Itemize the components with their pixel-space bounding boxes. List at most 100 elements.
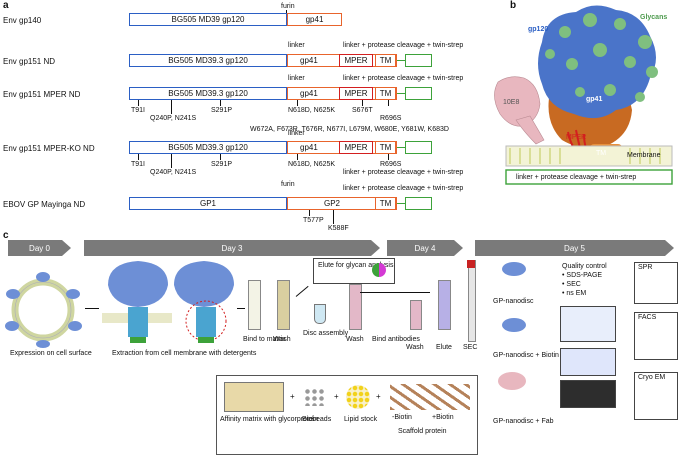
mutation-tick xyxy=(220,100,221,106)
tag-label: linker + protease cleavage + twin-strep xyxy=(343,169,464,176)
plus-sign: + xyxy=(290,392,295,401)
mutation-tick xyxy=(297,154,298,160)
no-biotin-label: -Biotin xyxy=(392,414,412,421)
affinity-matrix-icon xyxy=(224,382,284,412)
qc-title: Quality control xyxy=(562,263,607,270)
tag-linker-line xyxy=(397,147,405,149)
day-5-arrow: Day 5 xyxy=(475,240,674,256)
panel-b-label: b xyxy=(510,0,517,11)
mper-segment: MPER xyxy=(339,54,373,67)
mper-structure-label: MPER xyxy=(566,134,587,141)
disc-label: Disc assembly xyxy=(303,330,349,337)
materials-box xyxy=(216,375,478,455)
qc-item: • SEC xyxy=(562,281,581,288)
membrane-label: Membrane xyxy=(627,152,661,159)
glycans-label: Glycans xyxy=(640,14,668,21)
plus-sign: + xyxy=(376,392,381,401)
env-nanodisc-structure xyxy=(494,5,673,185)
linker-label: linker xyxy=(288,42,305,49)
mutation-label: S676T xyxy=(352,107,373,114)
mutation-label: N618D, N625K xyxy=(288,161,336,168)
spr-panel xyxy=(634,262,678,304)
strep-tag-segment xyxy=(405,141,432,154)
cell-illustration xyxy=(5,272,82,348)
scaffold-label: Scaffold protein xyxy=(398,428,447,435)
mutation-label: Q240P, N241S xyxy=(150,115,197,122)
gp2-segment: GP2 xyxy=(287,197,397,210)
mutation-tick xyxy=(220,154,221,160)
flow-arrow xyxy=(360,292,430,293)
mutation-label: S291P xyxy=(211,107,233,114)
tag-label: linker + protease cleavage + twin-strep xyxy=(343,42,464,49)
tube-icon xyxy=(314,304,326,324)
strep-tag-segment xyxy=(405,54,432,67)
panel-a-label: a xyxy=(3,0,9,11)
mutation-label: Q240P, N241S xyxy=(150,169,197,176)
glycan-pie-icon xyxy=(372,263,386,277)
nanodisc-icon xyxy=(502,318,526,332)
cryoem-panel xyxy=(634,372,678,420)
construct-label: Env gp140 xyxy=(3,16,42,25)
lipid-label: Lipid stock xyxy=(344,416,378,423)
wash-label: Wash xyxy=(406,344,424,351)
fab-nanodisc-icon xyxy=(498,372,526,390)
tag-label: linker + protease cleavage + twin-strep xyxy=(343,185,464,192)
gp120-segment: BG505 MD39 gp120 xyxy=(129,13,287,26)
scaffold-protein-icon xyxy=(390,384,470,410)
wash-column xyxy=(349,284,362,330)
mper-segment: MPER xyxy=(339,141,373,154)
gp1-segment: GP1 xyxy=(129,197,287,210)
construct-label: EBOV GP Mayinga ND xyxy=(3,200,86,209)
mutation-label: S291P xyxy=(211,161,233,168)
lipid-stock-icon xyxy=(346,385,370,409)
mutation-tick xyxy=(362,100,363,106)
mutation-tick xyxy=(388,100,389,106)
mutation-label: W672A, F673R, T676R, N677I, L679M, W680E… xyxy=(250,126,449,133)
mutation-label: T91I xyxy=(131,161,146,168)
flow-arrow xyxy=(295,285,309,297)
linker-label: linker xyxy=(288,130,305,137)
bind-column xyxy=(248,280,261,330)
elute-column xyxy=(438,280,451,330)
extraction-illustration xyxy=(102,261,234,343)
nanodisc-icon xyxy=(502,262,526,276)
linker-label: linker xyxy=(288,75,305,82)
biobeads-icon xyxy=(304,388,326,406)
gp120-segment: BG505 MD39.3 gp120 xyxy=(129,141,287,154)
glycan-label: Elute for glycan analysis xyxy=(318,262,394,269)
sec-cap xyxy=(467,260,475,268)
gp120-segment: BG505 MD39.3 gp120 xyxy=(129,87,287,100)
tm-segment: TM xyxy=(375,87,396,100)
mutation-tick xyxy=(171,154,172,168)
mper-segment: MPER xyxy=(339,87,373,100)
mutation-label: T577P xyxy=(303,217,324,224)
bind-ab-label: Bind antibodies xyxy=(372,336,420,343)
facs-label: FACS xyxy=(638,314,657,321)
strep-tag-segment xyxy=(405,87,432,100)
day-0-arrow: Day 0 xyxy=(8,240,71,256)
gp41-segment: gp41 xyxy=(287,13,342,26)
wash-label: Wash xyxy=(273,336,291,343)
mutation-label: N618D, N625K xyxy=(288,107,336,114)
mutation-label: T91I xyxy=(131,107,146,114)
strep-tag-segment xyxy=(405,197,432,210)
extraction-label: Extraction from cell membrane with deter… xyxy=(112,350,257,357)
panel-c-label: c xyxy=(3,230,9,241)
sec-column xyxy=(468,260,476,342)
tm-segment: TM xyxy=(375,141,396,154)
biotin-label: +Biotin xyxy=(432,414,454,421)
facs-panel xyxy=(634,312,678,360)
product-label: GP-nanodisc xyxy=(493,298,534,305)
antibody-label: 10E8 xyxy=(503,99,520,106)
tm-structure-label: TM xyxy=(596,150,607,157)
wash-label: Wash xyxy=(346,336,364,343)
tag-linker-line xyxy=(397,203,405,205)
tag-linker-line xyxy=(397,93,405,95)
tag-linker-line xyxy=(397,60,405,62)
mutation-tick xyxy=(388,154,389,160)
elute-label: Elute xyxy=(436,344,452,351)
tm-segment: TM xyxy=(375,197,396,210)
mutation-label: R696S xyxy=(380,161,402,168)
bind-label: Bind to matrix xyxy=(243,336,286,343)
product-label: GP-nanodisc + Fab xyxy=(493,418,554,425)
